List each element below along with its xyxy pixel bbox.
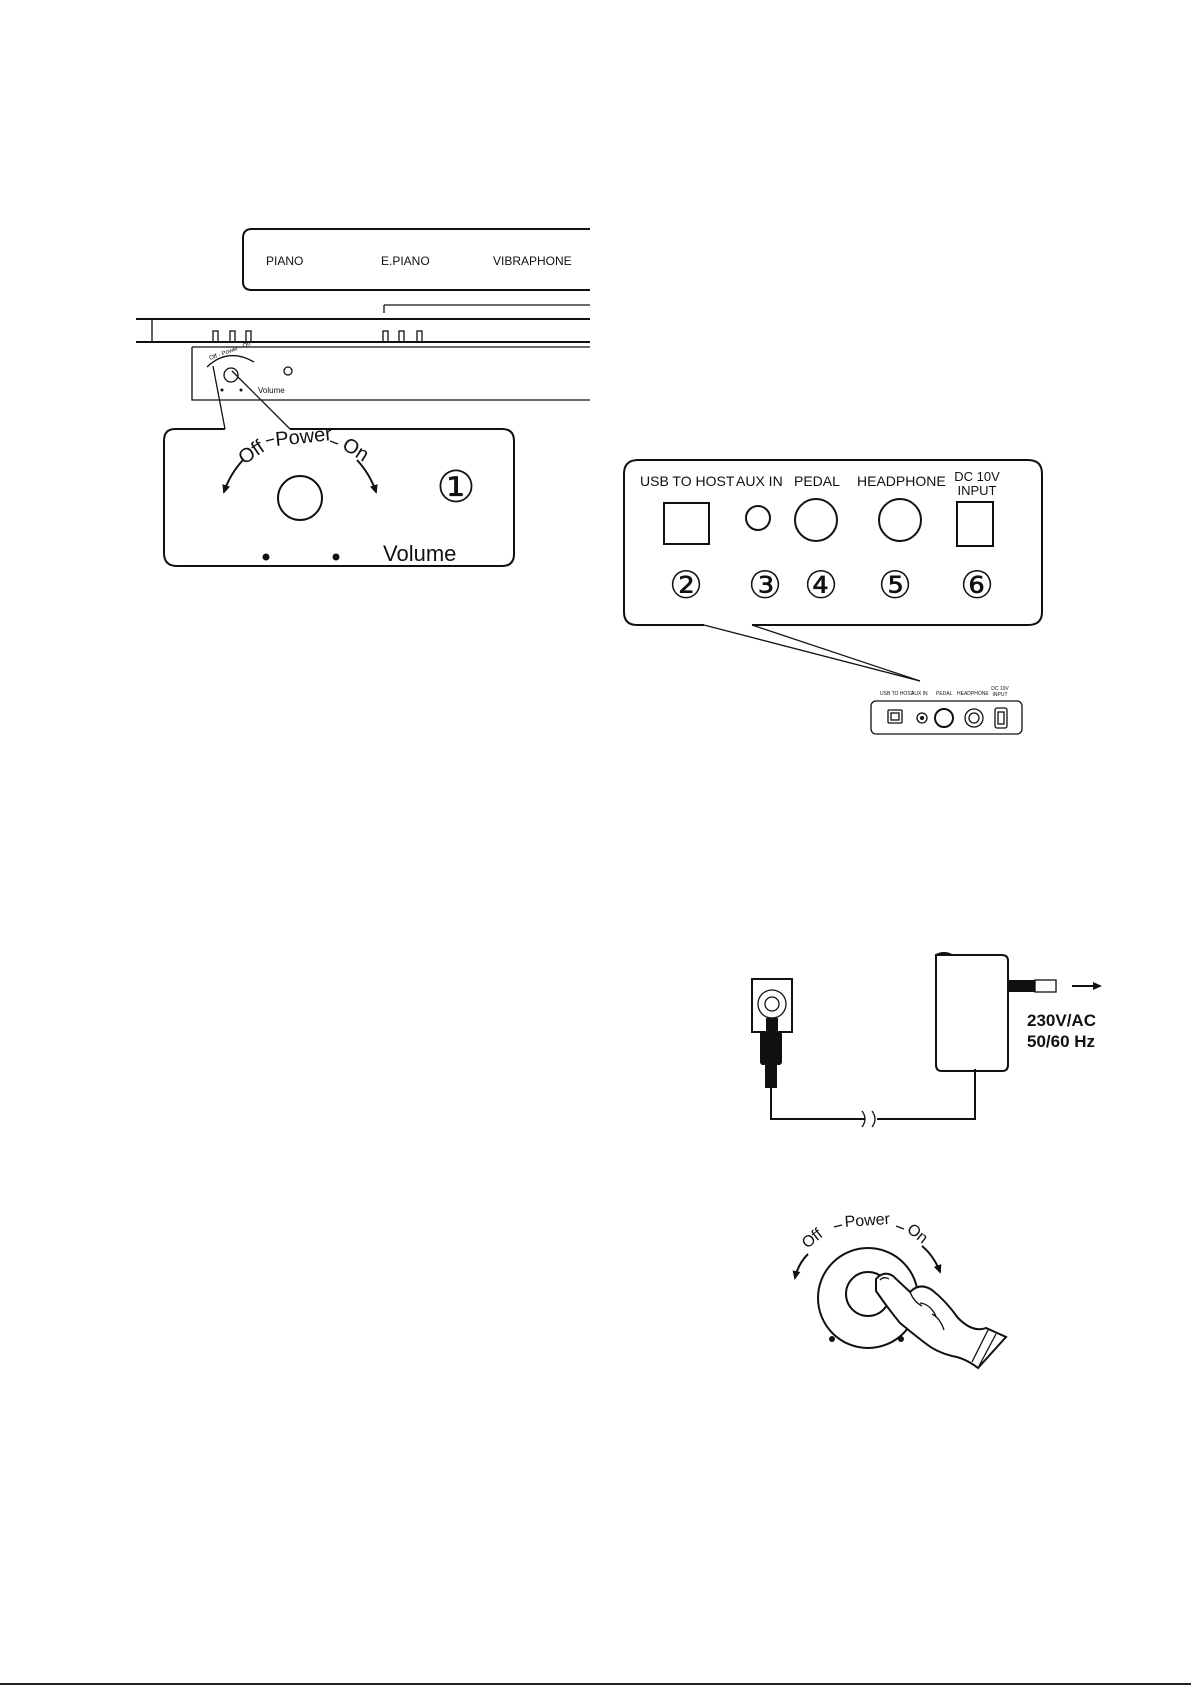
jack-label-dc-line2: INPUT [958, 483, 997, 498]
off-arrow [224, 460, 243, 492]
console-body [192, 347, 590, 400]
small-label-usb: USB TO HOST [880, 691, 914, 697]
zoom-on-label: On [338, 434, 372, 467]
key-tabs [213, 331, 422, 342]
usb-port [664, 503, 709, 544]
jack-label-usb: USB TO HOST [640, 473, 735, 489]
dc-plug-tip [766, 1018, 778, 1032]
jack-label-pedal: PEDAL [794, 473, 840, 489]
small-label-headphone: HEADPHONE [957, 691, 989, 697]
hand-off-arrow [795, 1254, 808, 1278]
pedal-jack [795, 499, 837, 541]
rear-panel-diagram: USB TO HOST AUX IN PEDAL HEADPHONE DC 10… [624, 460, 1042, 734]
cable-left [771, 1088, 865, 1119]
adapter-body [936, 955, 1008, 1071]
small-rear-panel [871, 701, 1022, 734]
jack-label-headphone: HEADPHONE [857, 473, 946, 489]
callout-number-5: ⑤ [878, 565, 912, 607]
small-indicator [284, 367, 292, 375]
dc-input-port [957, 502, 993, 546]
callout-number-2: ② [669, 565, 703, 607]
zoom-volume-label: Volume [383, 541, 456, 566]
adapter-voltage: 230V/AC [1027, 1011, 1096, 1030]
power-volume-knob [278, 476, 322, 520]
adapter-prong [1008, 980, 1035, 992]
power-adapter-diagram: 230V/AC 50/60 Hz [752, 953, 1100, 1127]
zoom-power-label: Power [274, 423, 333, 451]
pointing-hand [876, 1274, 1006, 1368]
hand-on-arrow [922, 1246, 940, 1272]
front-panel-diagram: PIANO E.PIANO VIBRAPHONE Off - Power - O… [136, 229, 590, 566]
small-label-aux: AUX IN [911, 691, 928, 697]
dc-plug [760, 1031, 782, 1065]
small-knob-label: Off - Power - On [209, 341, 252, 362]
hand-power-label: Power [844, 1211, 891, 1231]
jack-label-aux: AUX IN [736, 473, 783, 489]
hand-off-label: Off [799, 1225, 826, 1252]
callout-number-3: ③ [748, 565, 782, 607]
small-volume-label: Volume [258, 386, 285, 395]
voice-label-vibraphone: VIBRAPHONE [493, 254, 572, 268]
aux-in-jack [746, 506, 770, 530]
power-knob-hand-diagram: Off Power On [795, 1211, 1006, 1368]
voice-label-piano: PIANO [266, 254, 303, 268]
jack-label-dc-line1: DC 10V [954, 469, 1000, 484]
hand-on-label: On [904, 1221, 931, 1248]
headphone-jack [879, 499, 921, 541]
cable-right [877, 1069, 975, 1119]
adapter-frequency: 50/60 Hz [1027, 1032, 1095, 1051]
callout-number-6: ⑥ [960, 565, 994, 607]
callout-number-4: ④ [804, 565, 838, 607]
voice-label-epiano: E.PIANO [381, 254, 430, 268]
small-label-pedal: PEDAL [936, 691, 953, 697]
callout-number-1: ① [436, 463, 475, 512]
small-label-dc-line2: INPUT [993, 692, 1008, 698]
